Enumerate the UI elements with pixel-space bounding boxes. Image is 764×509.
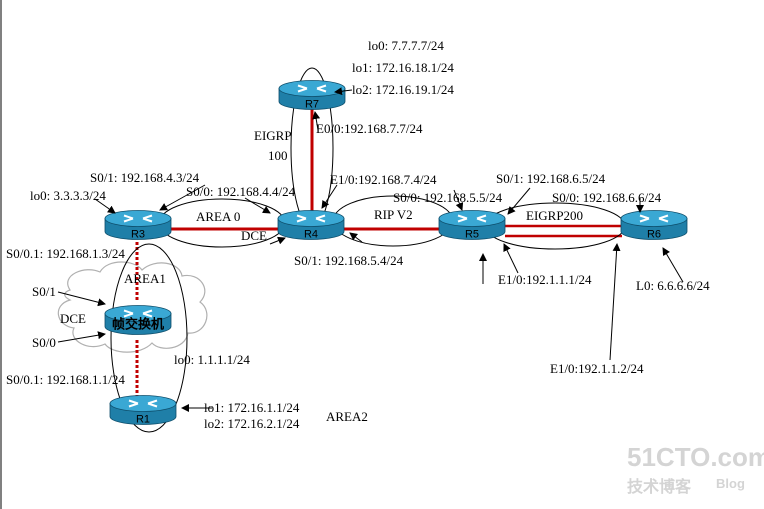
router-r7: R7 (278, 80, 346, 111)
router-top (109, 395, 177, 412)
r4-s01-label: S0/1: 192.168.5.4/24 (294, 253, 404, 268)
router-r4: R4 (277, 210, 345, 241)
area2-label: AREA2 (326, 409, 368, 424)
router-r3: R3 (104, 210, 172, 241)
pointer-arrows (57, 87, 684, 412)
eigrp200-label: EIGRP200 (526, 208, 583, 223)
router-arrows (457, 214, 487, 223)
r7-lo1-label: lo1: 172.16.18.1/24 (352, 60, 454, 75)
r5-e10-label: E1/0:192.1.1.1/24 (498, 272, 592, 287)
watermark: 51CTO.com 技术博客 Blog (627, 442, 764, 496)
r5-s01-label: S0/1: 192.168.6.5/24 (496, 171, 606, 186)
r3-s001-label: S0/0.1: 192.168.1.3/24 (6, 246, 125, 261)
router-r6: R6 (620, 210, 688, 241)
router-top (620, 210, 688, 227)
r4-s00-label: S0/0: 192.168.4.4/24 (186, 184, 296, 199)
router-top (104, 210, 172, 227)
router-arrows (639, 214, 669, 223)
r3-lo0-label: lo0: 3.3.3.3/24 (30, 188, 106, 203)
area1-label: AREA1 (124, 271, 166, 286)
router-arrows (296, 214, 326, 223)
router-label-r5: R5 (465, 229, 479, 241)
area1-ellipse (110, 243, 188, 433)
sw-s01-label: S0/1 (32, 284, 56, 299)
watermark-line1: 51CTO.com (627, 442, 764, 472)
router-top (104, 305, 172, 322)
r1-s001-label: S0/0.1: 192.168.1.1/24 (6, 372, 125, 387)
watermark-line2: 技术博客 (627, 477, 692, 496)
labels: lo0: 7.7.7.7/24 lo1: 172.16.18.1/24 lo2:… (6, 38, 710, 431)
router-r1: R1 (109, 395, 177, 426)
sw-s00-label: S0/0 (32, 335, 56, 350)
router-top (438, 210, 506, 227)
links (135, 108, 622, 400)
r1-lo0-label: lo0: 1.1.1.1/24 (174, 352, 250, 367)
router-r5: R5 (438, 210, 506, 241)
router-top (278, 80, 346, 97)
r6-l0-label: L0: 6.6.6.6/24 (636, 278, 710, 293)
router-label-sw: 帧交换机 (112, 317, 164, 332)
watermark-line3: Blog (716, 476, 745, 491)
router-arrows (123, 214, 153, 223)
router-label-r4: R4 (304, 229, 318, 241)
r1-lo1-label: lo1: 172.16.1.1/24 (204, 400, 300, 415)
eigrp100-label-line1: EIGRP (254, 128, 292, 143)
router-arrows (297, 84, 327, 93)
area0-label: AREA 0 (196, 209, 240, 224)
router-sw: 帧交换机 (104, 305, 172, 335)
router-label-r7: R7 (305, 99, 319, 111)
router-label-r3: R3 (131, 229, 145, 241)
eigrp100-label-line2: 100 (268, 148, 288, 163)
r7-lo2-label: lo2: 172.16.19.1/24 (352, 82, 454, 97)
r7-lo0-label: lo0: 7.7.7.7/24 (368, 38, 444, 53)
r4-e10-label: E1/0:192.168.7.4/24 (330, 172, 437, 187)
router-label-r6: R6 (647, 229, 661, 241)
router-arrows (128, 399, 158, 408)
r4-dce-label: DCE (241, 228, 267, 243)
r1-lo2-label: lo2: 172.16.2.1/24 (204, 416, 300, 431)
r5-s00-label: S0/0: 192.168.5.5/24 (393, 190, 503, 205)
r3-s01-label: S0/1: 192.168.4.3/24 (90, 170, 200, 185)
router-arrows (123, 309, 153, 318)
sw-dce-label: DCE (60, 311, 86, 326)
ripv2-label: RIP V2 (374, 207, 413, 222)
r7-e00-label: E0/0:192.168.7.7/24 (316, 121, 423, 136)
router-label-r1: R1 (136, 414, 150, 426)
r6-s00-label: S0/0: 192.168.6.6/24 (552, 190, 662, 205)
r6-e10-label: E1/0:192.1.1.2/24 (550, 361, 644, 376)
router-top (277, 210, 345, 227)
